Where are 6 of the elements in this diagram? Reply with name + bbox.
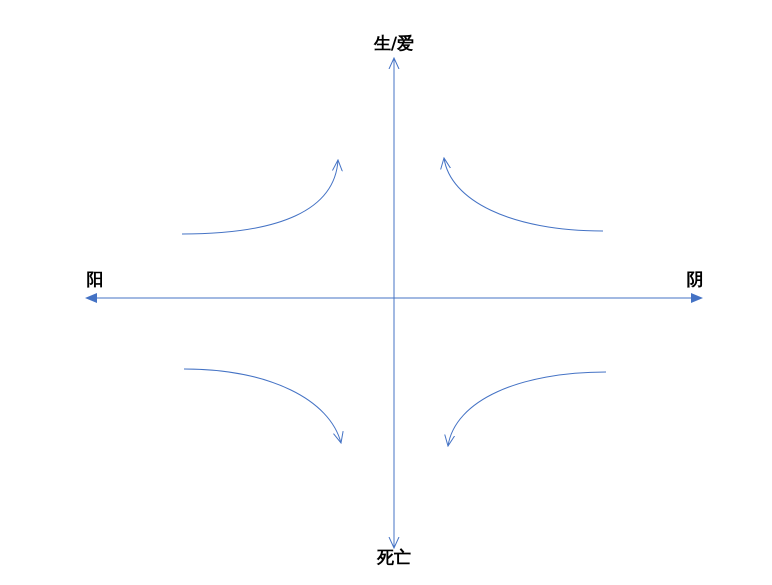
axis-arrow [388,58,400,548]
axis-label: 阴 [686,270,704,290]
axis-label: 死亡 [377,548,411,568]
axis-label: 生/爱 [374,34,414,54]
axis-label: 阳 [86,270,104,290]
axis-arrow [85,293,703,303]
